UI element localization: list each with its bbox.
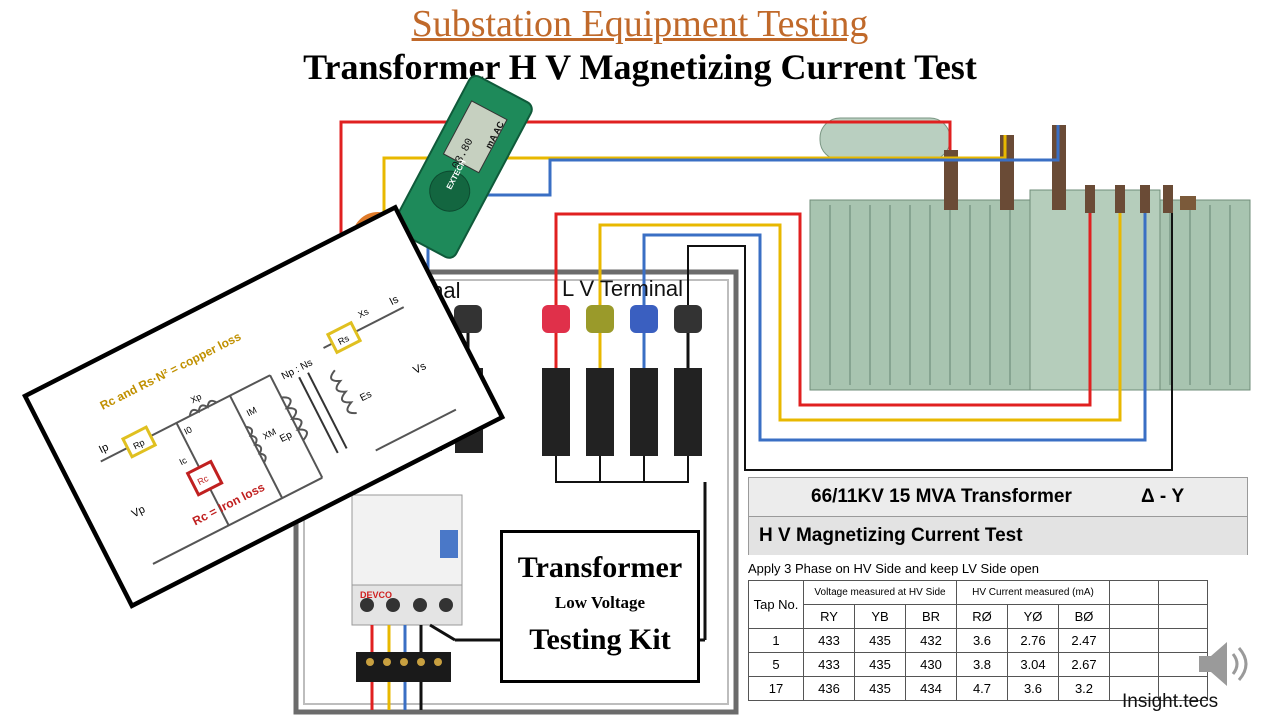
power-transformer [809,117,1251,391]
test-name-row: H V Magnetizing Current Test [749,517,1247,555]
page-title: Substation Equipment Testing [411,3,869,45]
kit-label-box: Transformer Low Voltage Testing Kit [500,530,700,683]
transformer-info-box: 66/11KV 15 MVA Transformer Δ - Y H V Mag… [748,477,1248,555]
col-br: BR [905,604,957,629]
label-xs: Xs [356,306,370,320]
col-ry: RY [803,604,855,629]
test-name: H V Magnetizing Current Test [759,525,1023,546]
mcb-breaker [351,494,463,626]
label-rp: Rp [131,437,146,451]
kit-line-3: Testing Kit [529,623,671,656]
col-yb: YB [854,604,906,629]
speaker-icon[interactable] [1195,638,1255,690]
label-im: IM [245,405,258,418]
label-i0: I0 [182,424,193,436]
test-instruction: Apply 3 Phase on HV Side and keep LV Sid… [748,561,1040,576]
label-rs: Rs [336,333,351,347]
transformer-rating: 66/11KV 15 MVA Transformer [811,486,1072,507]
label-vs: Vs [411,360,428,377]
table-row: 17 436 435 434 4.7 3.6 3.2 [748,676,1208,701]
label-rc: Rc [196,473,211,487]
lv-terminal-label: L V Terminal [562,276,684,301]
hv-red-wire [339,120,952,305]
page-subtitle: Transformer H V Magnetizing Current Test [303,47,977,87]
col-r-phase: RØ [956,604,1008,629]
clamp-meter [392,75,533,259]
label-ip: Ip [97,441,111,456]
lv-red-wire [554,212,1092,407]
label-vp: Vp [130,503,147,520]
col-b-phase: BØ [1058,604,1110,629]
lv-neutral-wire [687,213,1173,471]
lv-fuses [542,368,702,456]
equivalent-circuit-card: Rc and Rs·N² = copper loss Rc = Iron los… [15,198,512,615]
table-row: 1 433 435 432 3.6 2.76 2.47 [748,628,1208,653]
lv-yellow-wire [598,213,1122,422]
mcb-brand: DEVCO [360,590,393,600]
equivalent-circuit-diagram: Rc and Rs·N² = copper loss Rc = Iron los… [15,198,512,615]
label-ic: Ic [178,455,189,467]
lv-blue-wire [642,213,1147,442]
label-xp: Xp [189,391,203,405]
terminal-strip [356,652,451,682]
transformer-rating-row: 66/11KV 15 MVA Transformer Δ - Y [749,478,1247,517]
kit-line-1: Transformer [517,551,683,584]
label-ep: Ep [278,429,294,445]
col-y-phase: YØ [1007,604,1059,629]
lv-terminal-knobs [542,305,702,333]
table-header-row: Tap No. Voltage measured at HV Side HV C… [748,580,1208,629]
kit-line-2: Low Voltage [554,593,646,612]
brand-watermark: Insight.tecs [1122,691,1219,712]
tap-header: Tap No. [748,580,804,629]
table-subheader-row: RY YB BR RØ YØ BØ [749,604,1208,629]
vector-group: Δ - Y [1141,486,1185,507]
current-header: HV Current measured (mA) [956,580,1110,605]
label-es: Es [358,389,373,404]
table-row: 5 433 435 430 3.8 3.04 2.67 [748,652,1208,677]
measurement-table: Tap No. Voltage measured at HV Side HV C… [748,580,1208,701]
voltage-header: Voltage measured at HV Side [803,580,957,605]
